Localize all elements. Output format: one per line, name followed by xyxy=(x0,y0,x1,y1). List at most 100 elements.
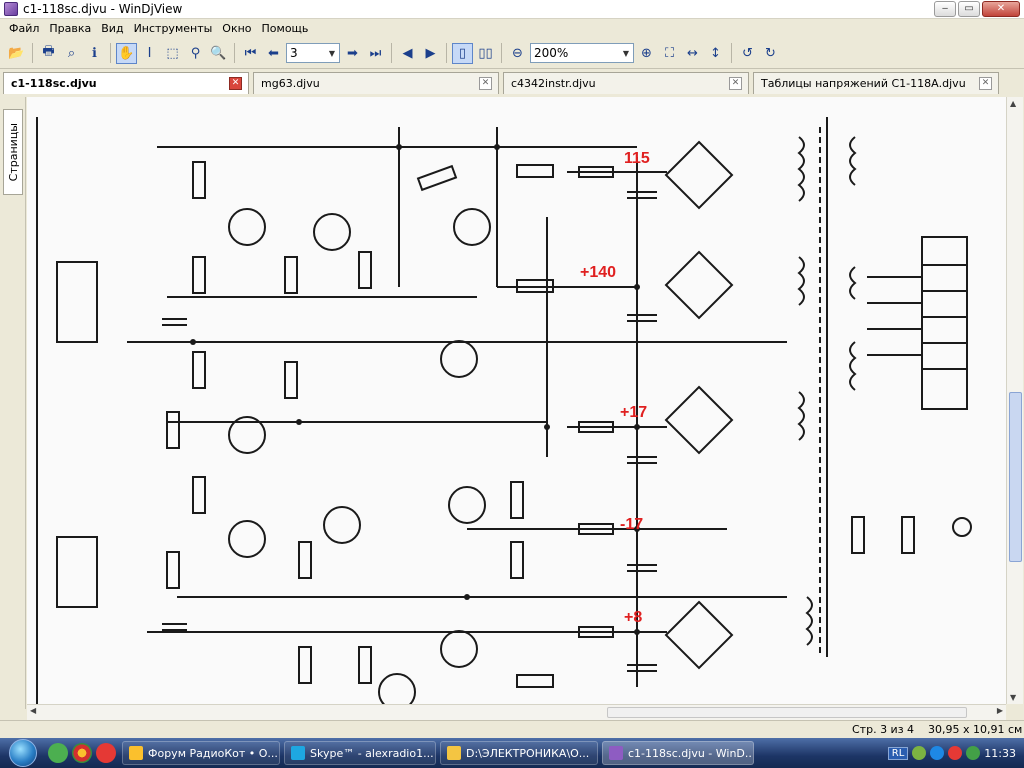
maximize-button[interactable]: ▭ xyxy=(958,1,980,17)
forward-icon[interactable]: ▶ xyxy=(425,45,436,61)
zoom-rect-icon[interactable]: ⚲ xyxy=(190,45,201,61)
pages-panel-label: Страницы xyxy=(6,122,20,182)
opera-icon[interactable] xyxy=(96,743,116,763)
hand-tool-icon[interactable]: ✋ xyxy=(116,42,137,64)
voltage-annotations: 115 +140 +17 -17 +8 xyxy=(580,150,650,626)
first-page-icon[interactable]: ⏮ xyxy=(244,45,257,61)
chevron-down-icon[interactable]: ▼ xyxy=(622,48,630,58)
print-icon[interactable]: 🖶 xyxy=(42,44,55,59)
clock[interactable]: 11:33 xyxy=(984,746,1016,760)
fit-width-icon[interactable]: ↔ xyxy=(687,45,698,61)
two-page-icon[interactable]: ▯▯ xyxy=(478,45,493,61)
horizontal-scrollbar[interactable]: ◀ ▶ xyxy=(27,704,1006,720)
toolbar-separator xyxy=(391,43,392,63)
taskbar-item-forum[interactable]: Форум РадиоКот • О... xyxy=(122,741,280,765)
antivirus-icon[interactable] xyxy=(948,746,963,760)
minimize-button[interactable]: ‒ xyxy=(934,1,956,17)
taskbar-item-label: Форум РадиоКот • О... xyxy=(148,746,278,760)
tray-app-icon[interactable] xyxy=(912,746,927,760)
folder-icon xyxy=(447,746,461,760)
document-viewport[interactable]: 115 +140 +17 -17 +8 xyxy=(27,97,1006,704)
tab-mg63[interactable]: mg63.djvu ✕ xyxy=(253,72,499,94)
menu-bar: Файл Правка Вид Инструменты Окно Помощь xyxy=(0,19,1024,38)
text-select-icon[interactable]: I xyxy=(147,45,152,61)
toolbar-separator xyxy=(32,43,33,63)
taskbar-item-windjview[interactable]: c1-118sc.djvu - WinD... xyxy=(602,741,754,765)
pages-panel-tab[interactable]: Страницы xyxy=(3,109,23,195)
close-icon[interactable]: ✕ xyxy=(729,77,742,90)
vertical-scrollbar[interactable]: ▲ ▼ xyxy=(1006,97,1023,704)
chevron-down-icon[interactable]: ▼ xyxy=(328,48,336,58)
next-page-icon[interactable]: ➡ xyxy=(347,45,358,61)
tab-label: c4342instr.djvu xyxy=(511,77,596,90)
zoom-combo[interactable]: 200% ▼ xyxy=(530,43,634,63)
taskbar-item-label: c1-118sc.djvu - WinD... xyxy=(628,746,754,760)
taskbar-item-label: Skype™ - alexradio1... xyxy=(310,746,434,760)
utorrent-icon[interactable] xyxy=(48,743,68,763)
start-button[interactable] xyxy=(0,738,46,768)
taskbar-item-explorer[interactable]: D:\ЭЛЕКТРОНИКА\О... xyxy=(440,741,598,765)
last-page-icon[interactable]: ⏭ xyxy=(369,45,382,61)
close-icon[interactable]: ✕ xyxy=(479,77,492,90)
volume-icon[interactable] xyxy=(966,746,981,760)
scroll-down-icon[interactable]: ▼ xyxy=(1010,693,1017,702)
scroll-right-icon[interactable]: ▶ xyxy=(996,706,1003,715)
close-icon[interactable]: ✕ xyxy=(979,77,992,90)
zoom-out-icon[interactable]: ⊖ xyxy=(512,45,523,61)
title-bar: c1-118sc.djvu - WinDjView ‒ ▭ ✕ xyxy=(0,0,1024,19)
zoom-value: 200% xyxy=(534,46,569,60)
scroll-up-icon[interactable]: ▲ xyxy=(1010,99,1017,108)
page-size-status: 30,95 x 10,91 см xyxy=(928,723,1023,736)
menu-edit[interactable]: Правка xyxy=(49,22,92,35)
page-number-combo[interactable]: 3 ▼ xyxy=(286,43,340,63)
info-icon[interactable]: ℹ xyxy=(92,45,97,61)
chrome-icon xyxy=(129,746,143,760)
annotation-plus-8: +8 xyxy=(624,609,642,626)
taskbar-item-skype[interactable]: Skype™ - alexradio1... xyxy=(284,741,436,765)
magnifier-icon[interactable]: 🔍 xyxy=(210,45,227,61)
zoom-in-icon[interactable]: ⊕ xyxy=(641,45,652,61)
annotation-minus-17: -17 xyxy=(620,516,643,533)
menu-file[interactable]: Файл xyxy=(9,22,40,35)
rotate-right-icon[interactable]: ↻ xyxy=(765,45,776,61)
tab-c4342instr[interactable]: c4342instr.djvu ✕ xyxy=(503,72,749,94)
network-icon[interactable] xyxy=(930,746,945,760)
fit-page-icon[interactable]: ⛶ xyxy=(664,45,675,61)
horizontal-scroll-thumb[interactable] xyxy=(607,707,967,718)
system-tray: RL 11:33 xyxy=(887,738,1024,768)
toolbar-separator xyxy=(446,43,447,63)
schematic-drawing: 115 +140 +17 -17 +8 xyxy=(36,117,972,704)
menu-view[interactable]: Вид xyxy=(101,22,124,35)
scroll-left-icon[interactable]: ◀ xyxy=(30,706,37,715)
menu-tools[interactable]: Инструменты xyxy=(133,22,213,35)
side-panel: Страницы xyxy=(0,97,26,709)
rect-select-icon[interactable]: ⬚ xyxy=(166,45,179,61)
page-status: Стр. 3 из 4 xyxy=(852,723,915,736)
open-folder-icon[interactable]: 📂 xyxy=(8,45,25,61)
tab-label: Таблицы напряжений С1-118А.djvu xyxy=(761,77,966,90)
vertical-scroll-thumb[interactable] xyxy=(1009,392,1022,562)
language-indicator[interactable]: RL xyxy=(887,746,909,760)
menu-window[interactable]: Окно xyxy=(222,22,252,35)
chrome-icon[interactable] xyxy=(72,743,92,763)
circuit-wiring xyxy=(36,117,972,704)
toolbar-separator xyxy=(501,43,502,63)
menu-help[interactable]: Помощь xyxy=(261,22,309,35)
window-title: c1-118sc.djvu - WinDjView xyxy=(23,2,183,16)
annotation-plus-140: +140 xyxy=(580,264,616,281)
windjview-icon xyxy=(609,746,623,760)
tab-voltage-tables[interactable]: Таблицы напряжений С1-118А.djvu ✕ xyxy=(753,72,999,94)
tab-label: mg63.djvu xyxy=(261,77,320,90)
back-icon[interactable]: ◀ xyxy=(402,45,413,61)
rotate-left-icon[interactable]: ↺ xyxy=(742,45,753,61)
tab-c1-118sc[interactable]: c1-118sc.djvu ✕ xyxy=(3,72,249,94)
close-icon[interactable]: ✕ xyxy=(229,77,242,90)
close-button[interactable]: ✕ xyxy=(982,1,1020,17)
app-icon xyxy=(4,2,18,16)
tab-label: c1-118sc.djvu xyxy=(11,77,97,90)
prev-page-icon[interactable]: ⬅ xyxy=(268,45,279,61)
fit-height-icon[interactable]: ↕ xyxy=(710,45,721,61)
single-page-icon[interactable]: ▯ xyxy=(452,42,473,64)
find-icon[interactable]: ⌕ xyxy=(67,45,76,61)
toolbar-separator xyxy=(731,43,732,63)
